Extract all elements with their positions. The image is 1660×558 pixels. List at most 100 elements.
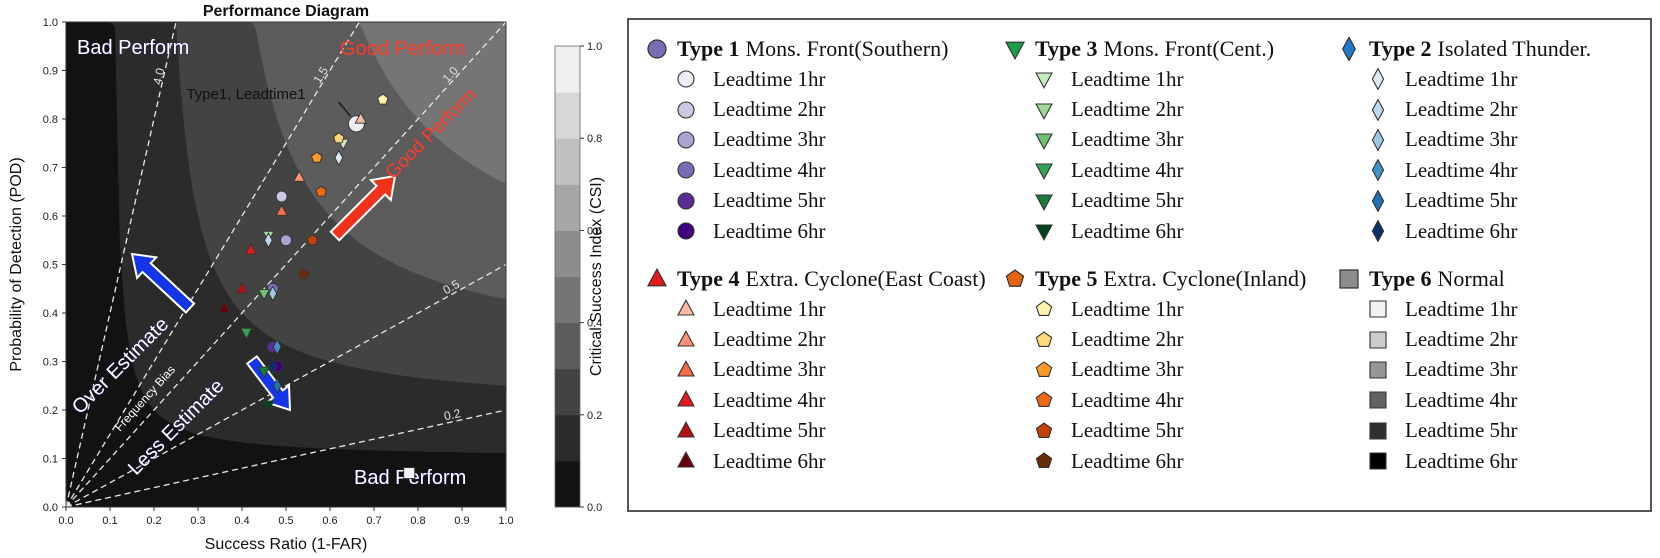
y-tick-label: 0.4 bbox=[43, 308, 58, 320]
square-marker-icon bbox=[1369, 331, 1387, 349]
region-label-good-top-right: Good Perform bbox=[340, 38, 466, 60]
y-tick-label: 1.0 bbox=[43, 17, 58, 29]
colorbar-band bbox=[555, 184, 580, 231]
circle-marker-icon bbox=[647, 39, 667, 59]
legend-item: Leadtime 4hr bbox=[645, 155, 948, 185]
legend-marker bbox=[1369, 391, 1387, 409]
legend-item: Leadtime 2hr bbox=[645, 324, 986, 354]
legend-item-label: Leadtime 6hr bbox=[1071, 218, 1184, 243]
data-point bbox=[244, 242, 258, 255]
colorbar-band bbox=[555, 276, 580, 324]
y-tick-label: 0.3 bbox=[43, 357, 58, 369]
bias-line-label: 4.0 bbox=[150, 66, 167, 86]
pentagon-marker-icon bbox=[1035, 391, 1053, 408]
square-marker-icon bbox=[1369, 361, 1387, 379]
legend-item: Leadtime 1hr bbox=[645, 294, 986, 324]
colorbar-tick-label: 0.4 bbox=[587, 318, 602, 330]
legend-item-label: Leadtime 6hr bbox=[1405, 218, 1518, 243]
legend-item-label: Leadtime 3hr bbox=[1071, 357, 1184, 382]
triangle-down-marker-icon bbox=[1035, 72, 1053, 90]
diamond-marker-icon bbox=[1371, 128, 1385, 151]
x-tick-label: 0.5 bbox=[278, 515, 293, 527]
x-tick-label: 0.7 bbox=[366, 515, 381, 527]
good-perform-arrow bbox=[329, 174, 397, 242]
legend-type-name: Type 6 bbox=[1369, 266, 1432, 291]
legend-marker bbox=[677, 420, 695, 438]
colorbar-band bbox=[555, 138, 580, 185]
legend-marker bbox=[677, 299, 695, 316]
legend-item: Leadtime 3hr bbox=[1337, 355, 1518, 385]
legend-marker bbox=[1369, 331, 1387, 349]
x-tick-label: 0.4 bbox=[234, 515, 249, 527]
legend-item-label: Leadtime 4hr bbox=[1405, 387, 1518, 412]
region-label-bad-top-left: Bad Perform bbox=[77, 37, 189, 59]
legend-marker bbox=[1369, 452, 1387, 470]
legend-item: Leadtime 5hr bbox=[1003, 416, 1306, 446]
legend-marker bbox=[646, 267, 668, 287]
legend-item-label: Leadtime 4hr bbox=[1071, 387, 1184, 412]
data-point bbox=[272, 338, 282, 356]
legend-item: Leadtime 4hr bbox=[1003, 385, 1306, 415]
legend-item: Leadtime 5hr bbox=[1003, 186, 1274, 216]
circle-marker-icon bbox=[677, 70, 695, 88]
bias-line bbox=[66, 409, 506, 507]
colorbar-frame bbox=[554, 45, 581, 508]
triangle-down-marker-icon bbox=[1035, 194, 1053, 211]
legend-marker bbox=[1371, 189, 1385, 212]
legend-marker bbox=[1371, 220, 1385, 243]
legend-item-label: Leadtime 3hr bbox=[1071, 127, 1184, 152]
circle-marker-icon bbox=[677, 161, 695, 179]
legend-item: Leadtime 4hr bbox=[1337, 385, 1518, 415]
data-point bbox=[297, 268, 310, 280]
bias-line bbox=[66, 22, 506, 507]
y-tick-label: 0.7 bbox=[43, 163, 58, 175]
legend-marker bbox=[1035, 452, 1053, 469]
colorbar-band bbox=[555, 230, 580, 277]
colorbar-tick-label: 1.0 bbox=[587, 41, 602, 53]
legend-item-label: Leadtime 2hr bbox=[1071, 327, 1184, 352]
diamond-marker-icon bbox=[1371, 189, 1385, 212]
data-point bbox=[275, 190, 288, 203]
legend-item-label: Leadtime 5hr bbox=[713, 418, 826, 443]
legend-marker bbox=[677, 222, 695, 240]
legend-item: Leadtime 6hr bbox=[645, 216, 948, 246]
legend-marker bbox=[677, 451, 695, 468]
legend-item: Leadtime 3hr bbox=[645, 125, 948, 155]
triangle-up-marker-icon bbox=[677, 329, 695, 347]
legend-type-name: Type 5 bbox=[1035, 266, 1098, 291]
triangle-up-marker-icon bbox=[677, 420, 695, 438]
diamond-marker-icon bbox=[1371, 68, 1385, 91]
data-point bbox=[403, 467, 416, 479]
data-point bbox=[268, 285, 278, 302]
data-point bbox=[262, 400, 275, 413]
triangle-down-marker-icon bbox=[1035, 224, 1053, 242]
legend-marker bbox=[1369, 300, 1387, 318]
legend-type-label: Extra. Cyclone(East Coast) bbox=[745, 266, 986, 291]
colorbar-label: Critical Success Index (CSI) bbox=[588, 177, 605, 376]
legend-marker bbox=[677, 131, 695, 149]
legend-type-label: Isolated Thunder. bbox=[1437, 36, 1592, 61]
y-tick-label: 0.1 bbox=[43, 454, 58, 466]
y-tick-label: 0.8 bbox=[43, 114, 58, 126]
legend-marker bbox=[1035, 361, 1053, 377]
legend-marker bbox=[1339, 269, 1359, 289]
y-tick-label: 0.9 bbox=[43, 66, 58, 78]
colorbar-band bbox=[555, 414, 580, 462]
legend-item-label: Leadtime 3hr bbox=[713, 357, 826, 382]
legend-marker bbox=[677, 192, 695, 210]
legend-item-label: Leadtime 3hr bbox=[1405, 357, 1518, 382]
legend-item: Leadtime 1hr bbox=[1337, 64, 1591, 94]
x-tick-label: 1.0 bbox=[498, 515, 513, 527]
legend-item-label: Leadtime 6hr bbox=[1071, 448, 1184, 473]
y-tick-label: 0.0 bbox=[43, 502, 58, 514]
diamond-marker-icon bbox=[1342, 37, 1356, 61]
x-tick-label: 0.3 bbox=[190, 515, 205, 527]
data-point bbox=[235, 281, 249, 294]
data-point bbox=[377, 93, 389, 105]
legend-item-label: Leadtime 3hr bbox=[1405, 127, 1518, 152]
data-point bbox=[275, 204, 288, 216]
